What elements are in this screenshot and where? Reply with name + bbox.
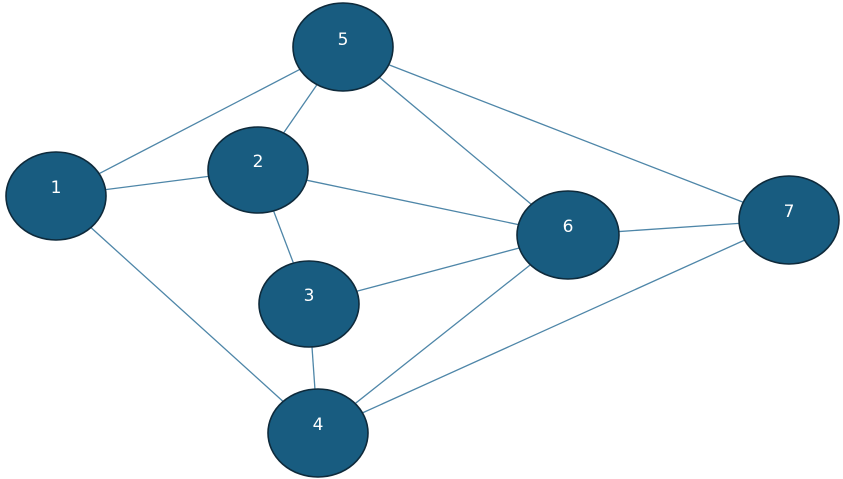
edge-4-6 xyxy=(354,264,531,405)
edge-2-3 xyxy=(272,210,295,264)
node-7-label: 7 xyxy=(784,202,795,222)
node-3-label: 3 xyxy=(304,286,315,306)
node-1: 1 xyxy=(5,151,107,241)
node-2-label: 2 xyxy=(253,152,264,172)
nodes-layer: 1 2 3 4 5 6 7 xyxy=(5,2,840,478)
node-1-label: 1 xyxy=(51,178,62,198)
edge-2-6 xyxy=(306,179,519,226)
node-6-circle xyxy=(516,190,620,280)
node-5-circle xyxy=(292,2,394,92)
edge-3-6 xyxy=(356,247,520,292)
edge-5-6 xyxy=(378,76,532,205)
edge-2-5 xyxy=(283,84,318,134)
node-1-circle xyxy=(5,151,107,241)
node-5: 5 xyxy=(292,2,394,92)
node-3-circle xyxy=(258,260,360,348)
node-7-circle xyxy=(738,175,840,265)
edge-4-7 xyxy=(362,239,745,414)
edge-1-2 xyxy=(105,175,209,191)
node-4-label: 4 xyxy=(313,415,324,435)
node-3: 3 xyxy=(258,260,360,348)
node-2: 2 xyxy=(207,126,309,214)
node-7: 7 xyxy=(738,175,840,265)
node-4-circle xyxy=(267,388,369,478)
edge-6-7 xyxy=(618,222,740,233)
edge-1-5 xyxy=(98,68,301,175)
node-6: 6 xyxy=(516,190,620,280)
edge-5-7 xyxy=(388,64,744,203)
node-6-label: 6 xyxy=(563,217,574,237)
edge-1-4 xyxy=(90,227,284,402)
node-4: 4 xyxy=(267,388,369,478)
edge-3-4 xyxy=(311,346,316,390)
node-2-circle xyxy=(207,126,309,214)
node-5-label: 5 xyxy=(338,30,349,50)
edges-layer xyxy=(90,64,745,414)
